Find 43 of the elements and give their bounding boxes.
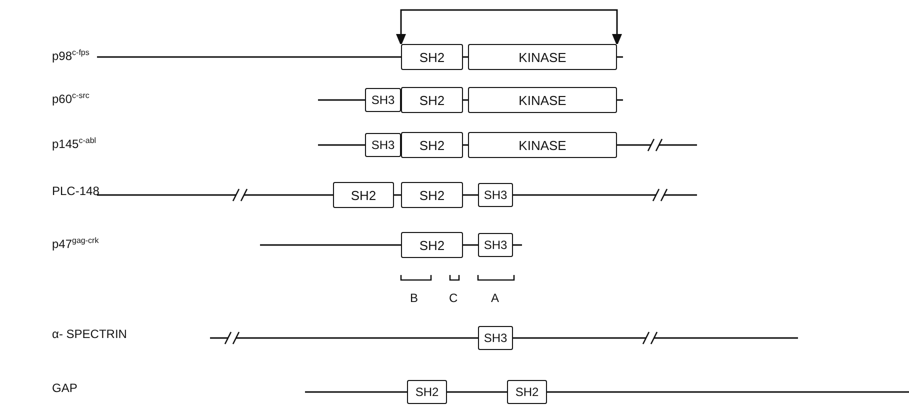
domain-name: SH2 (419, 238, 445, 252)
domain-name: SH2 (415, 385, 439, 399)
domain-box (401, 87, 463, 113)
domain-name: KINASE (518, 92, 566, 108)
domain-name: SH2 (419, 50, 445, 64)
domain-box (468, 44, 617, 70)
protein-name: p60$^{c-src}$ (52, 90, 90, 107)
domain-box (365, 88, 401, 112)
protein-name: GAP (52, 380, 78, 396)
domain-name: SH2 (515, 385, 539, 399)
double-headed-arrow (396, 9, 622, 46)
domain-name: SH3 (371, 93, 395, 107)
domain-name: SH2 (350, 188, 376, 202)
domain-box (478, 233, 513, 257)
domain-box (407, 380, 447, 404)
domain-box (401, 232, 463, 258)
domain-box (478, 183, 513, 207)
domain-box (401, 44, 463, 70)
protein-name: α- SPECTRIN (52, 326, 127, 342)
domain-name: SH2 (419, 92, 445, 108)
domain-name: SH3 (484, 238, 508, 252)
domain-box (468, 87, 617, 113)
protein-name: p47$^{gag-crk}$ (52, 235, 99, 252)
domain-name: KINASE (518, 50, 566, 64)
protein-name: p98$^{c-fps}$ (52, 47, 90, 64)
domain-name: SH3 (371, 138, 395, 152)
domain-box (365, 133, 401, 157)
domain-name: KINASE (518, 138, 566, 152)
domain-box (401, 132, 463, 158)
region-letter: A (491, 290, 500, 306)
domain-box (478, 326, 513, 350)
domain-box (468, 132, 617, 158)
region-letter: B (410, 290, 418, 306)
region-letter: C (449, 290, 458, 306)
domain-name: SH2 (419, 138, 445, 152)
domain-name: SH3 (484, 331, 508, 345)
protein-name: p145$^{c-abl}$ (52, 135, 96, 152)
domain-box (401, 182, 463, 208)
domain-name: SH3 (484, 188, 508, 202)
domain-name: SH2 (419, 188, 445, 202)
domain-box (333, 182, 394, 208)
domain-box (507, 380, 547, 404)
protein-name: PLC-148 (52, 183, 100, 199)
